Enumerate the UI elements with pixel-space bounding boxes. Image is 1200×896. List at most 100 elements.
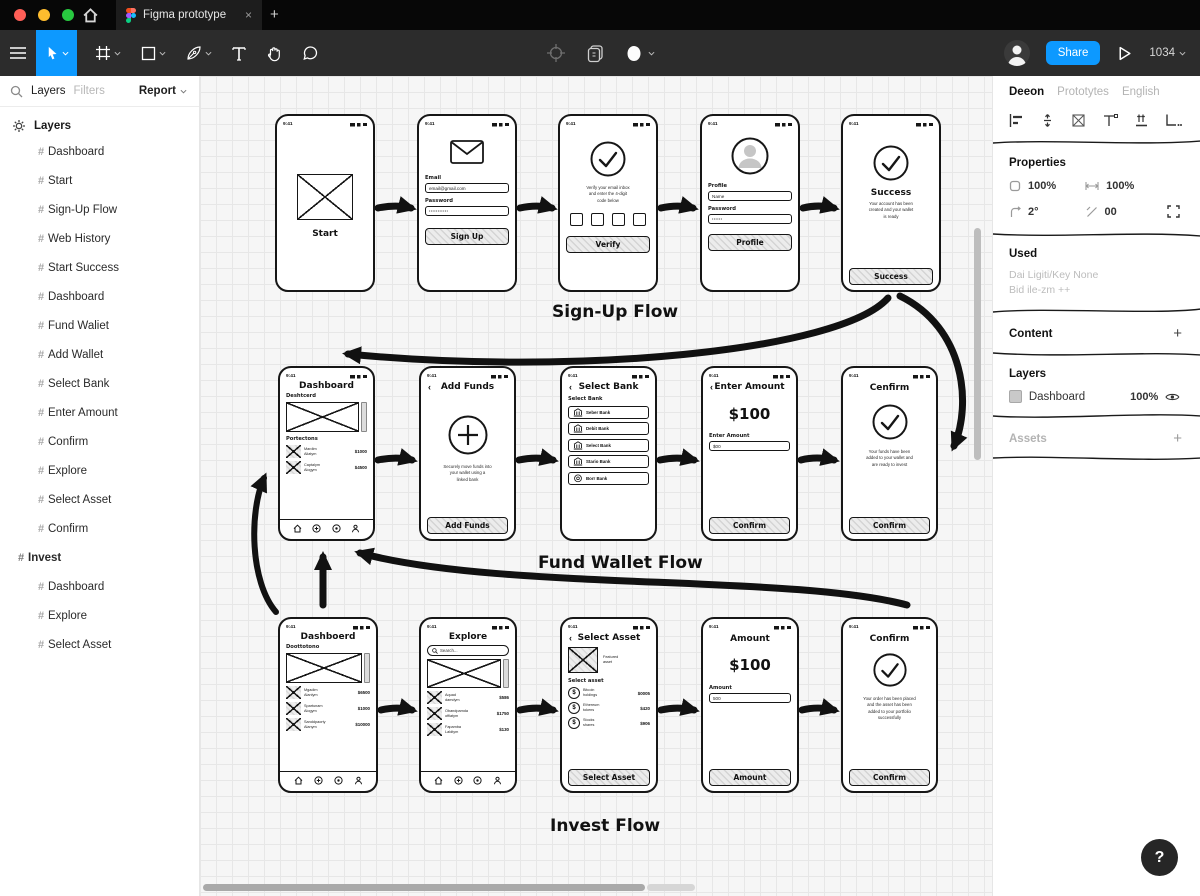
flow-label-signup[interactable]: Sign-Up Flow [552,302,679,322]
frame-verify[interactable]: 9:41 Verify your email inbox and enter t… [558,114,658,292]
minimize-window-button[interactable] [38,9,50,21]
user-avatar[interactable] [1003,40,1030,66]
home-icon[interactable] [82,7,99,24]
layer-item-add-wallet[interactable]: #Add Wallet [0,340,199,369]
frame-add-funds[interactable]: 9:41 ‹Add Funds Securely move funds into… [419,366,516,541]
main-menu-button[interactable] [0,30,36,76]
close-tab-icon[interactable]: × [244,8,252,22]
frame-sign-up[interactable]: 9:41 Email email@gmail.com Password ••••… [417,114,517,292]
add-content-button[interactable]: + [1173,325,1182,342]
corner-radius-value[interactable]: 00 [1104,205,1117,218]
spacing-icon[interactable] [1134,114,1149,127]
share-button[interactable]: Share [1045,41,1101,65]
eye-icon[interactable] [1165,392,1180,402]
comment-tool-button[interactable] [292,30,329,76]
tab-design[interactable]: Deeon [1009,86,1045,98]
help-button[interactable]: ? [1141,839,1178,876]
fill-swatch[interactable] [1009,390,1022,403]
frame-enter-amount[interactable]: 9:41 ‹Enter Amount $100 Enter Amount $00… [701,366,798,541]
bank-icon [573,457,583,466]
chevron-down-icon [114,51,121,56]
constraints-icon[interactable] [1071,114,1086,127]
frame-start[interactable]: 9:41 Start [275,114,375,292]
back-chevron-icon: ‹ [710,381,713,392]
rotation-value[interactable]: 2° [1028,205,1039,218]
frame-profile[interactable]: 9:41 Profile Name Password •••••• Profil… [700,114,800,292]
component-icon[interactable] [586,44,605,63]
bottom-nav [280,771,376,786]
gear-icon[interactable] [12,119,26,133]
layer-fill-row[interactable]: Dashboard 100% [993,390,1200,403]
frame-success[interactable]: 9:41 Success Your account has been creat… [841,114,941,292]
hamburger-icon [10,47,26,59]
canvas-horizontal-scrollbar-end[interactable] [647,884,695,891]
layer-item-enter-amount[interactable]: #Enter Amount [0,398,199,427]
tab-layers[interactable]: Layers [31,85,66,97]
assets-header: Assets [1009,432,1047,445]
hand-tool-button[interactable] [256,30,292,76]
layer-item-dashboard[interactable]: #Dashboard [0,137,199,166]
height-value[interactable]: 100% [1106,180,1135,192]
frame-amount-invest[interactable]: 9:41 Amount $100 Amount 500 Amount [701,617,799,793]
layer-item-dashboard-2[interactable]: #Dashboard [0,282,199,311]
layer-item-select-asset[interactable]: #Select Asset [0,485,199,514]
status-icons [491,373,508,379]
frame-confirm-invest[interactable]: 9:41 Confirm Your order has been placed … [841,617,938,793]
layer-item-web-history[interactable]: #Web History [0,224,199,253]
add-asset-button[interactable]: + [1173,430,1182,447]
fill-opacity-value[interactable]: 100% [1130,390,1159,403]
layer-item-fund-wallet[interactable]: #Fund Waliet [0,311,199,340]
tab-inspect[interactable]: English [1121,86,1160,98]
layer-item-confirm[interactable]: #Confirm [0,427,199,456]
align-left-icon[interactable] [1009,114,1024,127]
distribute-vertical-icon[interactable] [1040,114,1055,127]
report-dropdown[interactable]: Report [139,85,187,97]
search-icon[interactable] [10,85,23,98]
dashboard-title: Dashboard [299,381,354,391]
tab-filters[interactable]: Filters [73,85,105,97]
text-baseline-icon[interactable] [1103,114,1118,127]
frame-tool-button[interactable] [85,30,131,76]
maximize-window-button[interactable] [62,9,74,21]
layer-item-explore[interactable]: #Explore [0,456,199,485]
flow-label-invest[interactable]: Invest Flow [550,816,661,836]
report-label: Report [138,85,176,97]
layer-item-start-success[interactable]: #Start Success [0,253,199,282]
bank-option: Debit Bank [568,422,649,435]
opacity-value[interactable]: 100% [1028,180,1057,192]
layer-item-confirm-2[interactable]: #Confirm [0,514,199,543]
layer-item-signup-flow[interactable]: #Sign-Up Flow [0,195,199,224]
close-window-button[interactable] [14,9,26,21]
flow-label-fund-wallet[interactable]: Fund Wallet Flow [538,553,703,573]
layer-item-dashboard-3[interactable]: #Dashboard [0,572,199,601]
file-tab[interactable]: Figma prototype × [116,0,262,30]
padding-icon[interactable] [1165,114,1182,127]
layer-item-invest[interactable]: #Invest [0,543,199,572]
tab-prototype[interactable]: Prototytes [1057,86,1109,98]
layer-item-select-asset-2[interactable]: #Select Asset [0,630,199,659]
shape-tool-button[interactable] [131,30,176,76]
canvas-vertical-scrollbar[interactable] [974,228,981,460]
confirm-button: Confirm [849,769,930,786]
frame-dashboard-fund[interactable]: 9:41 Dashboard Deshtcerd Portectons Mard… [278,366,375,541]
hand-icon [268,46,280,61]
zoom-level-control[interactable]: 1034 [1149,47,1186,59]
layer-item-explore-2[interactable]: #Explore [0,601,199,630]
frame-confirm-fund[interactable]: 9:41 Cenfirm Your funds have been added … [841,366,938,541]
new-tab-button[interactable]: + [270,6,279,23]
canvas-horizontal-scrollbar[interactable] [203,884,645,891]
frame-select-bank[interactable]: 9:41 ‹Select Bank Select Bank Seber Bank… [560,366,657,541]
present-play-button[interactable] [1116,45,1133,62]
layer-item-start[interactable]: #Start [0,166,199,195]
layer-item-select-bank[interactable]: #Select Bank [0,369,199,398]
pen-tool-button[interactable] [176,30,222,76]
target-icon[interactable] [546,43,566,63]
design-canvas[interactable]: Sign-Up Flow Fund Wallet Flow Invest Flo… [200,76,992,896]
text-tool-button[interactable] [222,30,256,76]
shared-style-button[interactable] [625,44,655,63]
expand-icon[interactable] [1167,205,1180,218]
move-tool-button[interactable] [36,30,77,76]
